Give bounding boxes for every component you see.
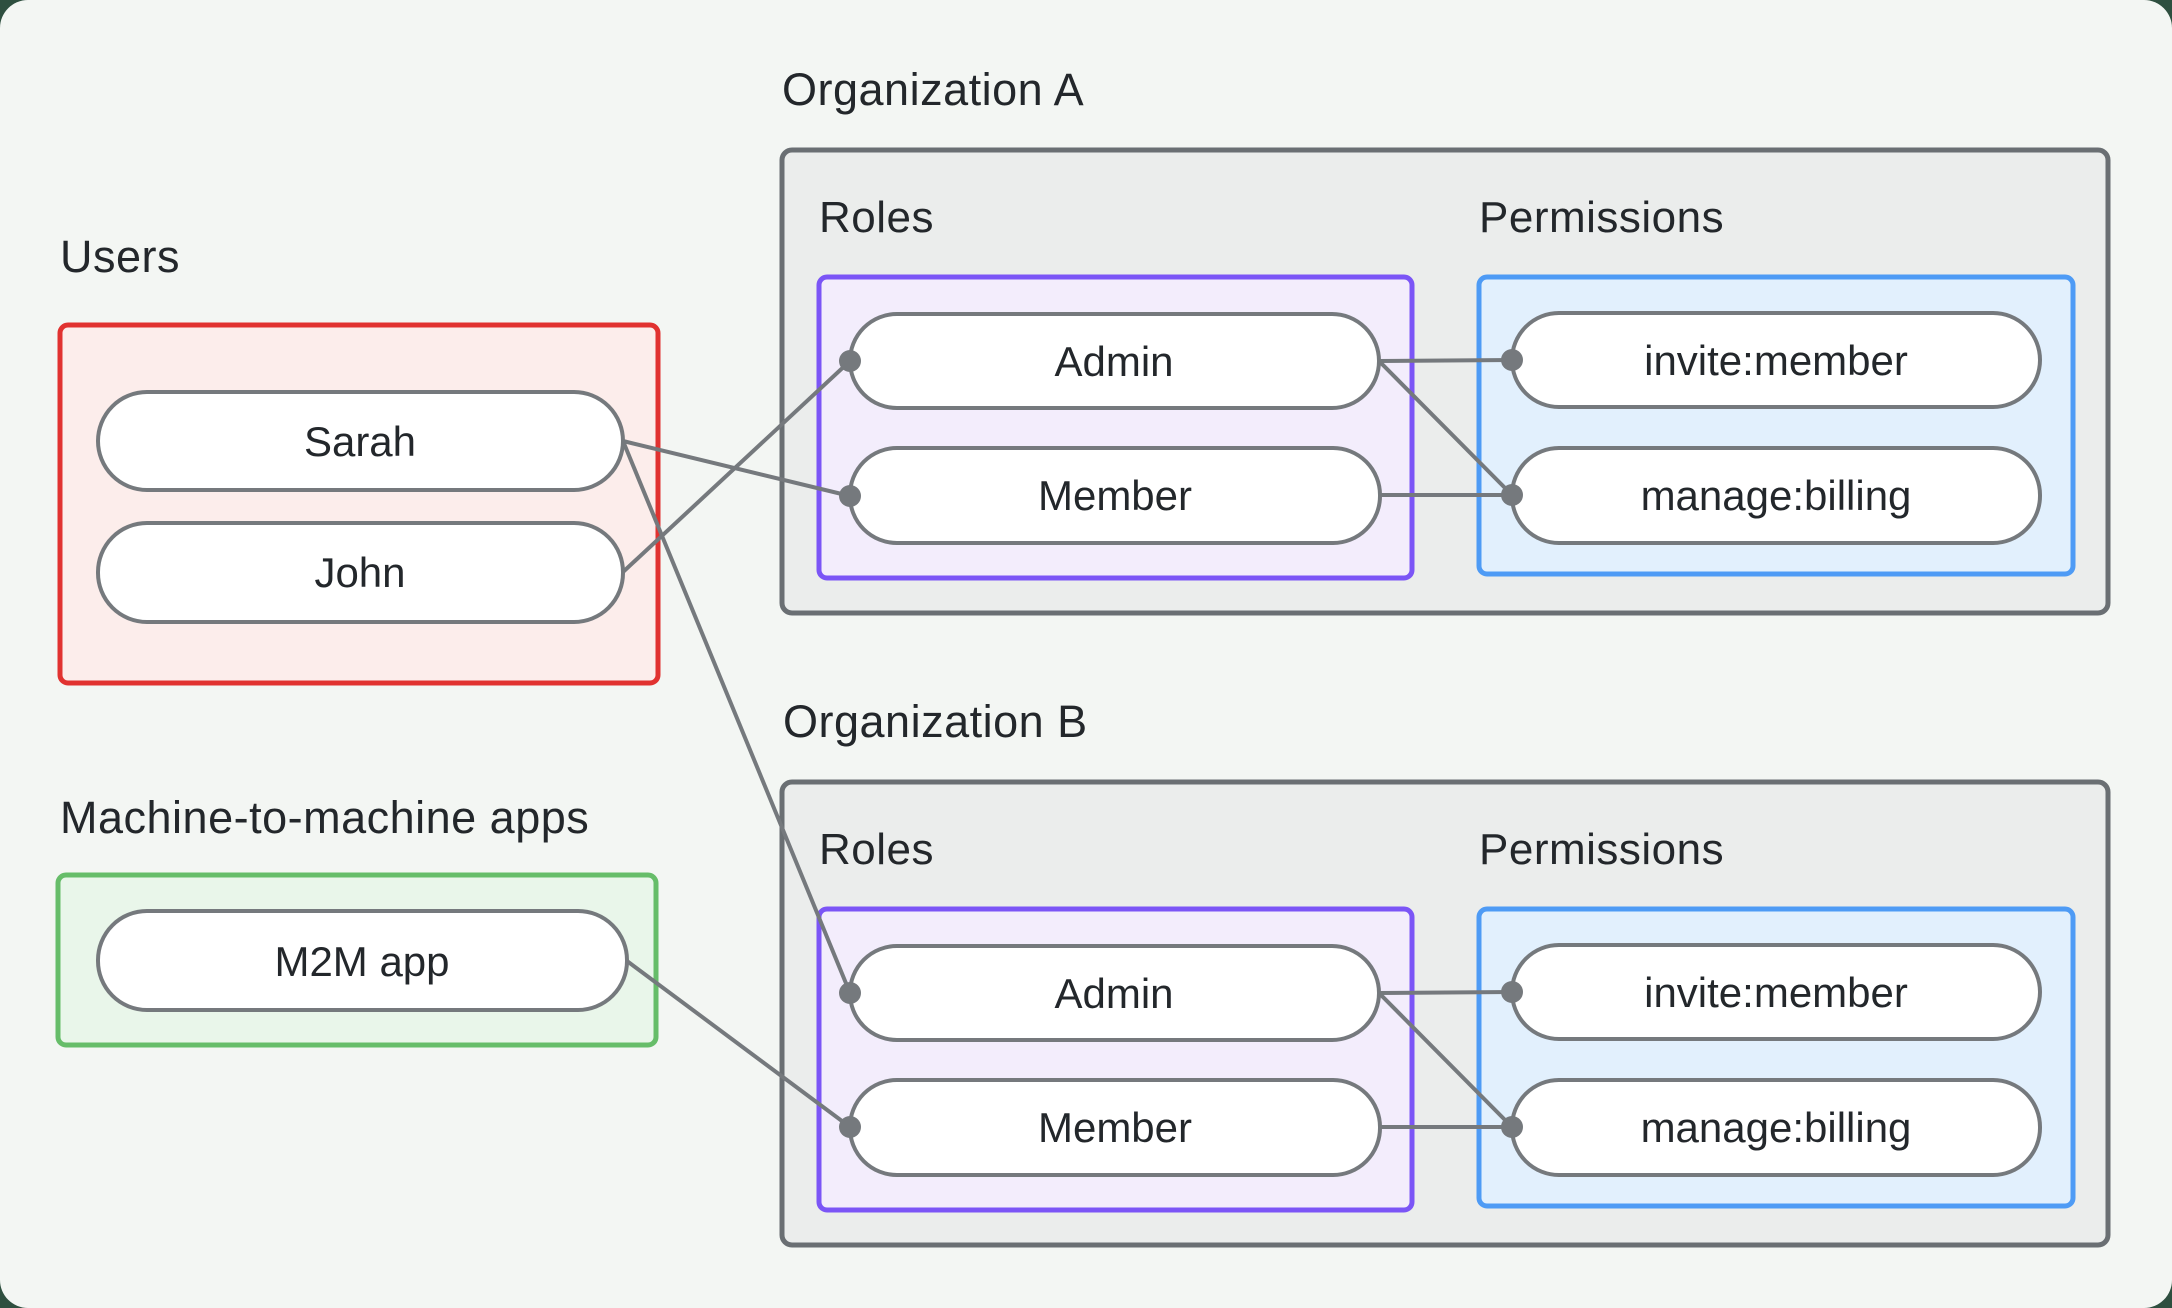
- org-b-permissions-label: Permissions: [1479, 825, 1724, 874]
- dot-org-a-invite-member: [1501, 349, 1523, 371]
- node-org-a-manage-billing-label: manage:billing: [1641, 472, 1912, 519]
- node-sarah-label: Sarah: [304, 418, 416, 465]
- edge-org-a-admin-to-manage-billing: [1377, 359, 1514, 497]
- edge-org-a-admin-to-invite-member: [1378, 358, 1513, 363]
- dot-org-a-manage-billing: [1501, 484, 1523, 506]
- dot-org-a-admin: [839, 350, 861, 372]
- org-b-roles-label: Roles: [819, 825, 934, 874]
- org-a-permissions-label: Permissions: [1479, 193, 1724, 242]
- node-org-a-invite-member-label: invite:member: [1644, 337, 1908, 384]
- dot-org-b-invite-member: [1501, 981, 1523, 1003]
- node-john: [96, 521, 625, 624]
- edge-m2m-to-org-b-member: [625, 959, 852, 1129]
- users-group-box: [57, 322, 661, 686]
- node-org-b-member-label: Member: [1038, 1104, 1192, 1151]
- node-org-b-invite-member-label: invite:member: [1644, 969, 1908, 1016]
- node-org-a-member-label: Member: [1038, 472, 1192, 519]
- dot-org-b-admin: [839, 982, 861, 1004]
- node-org-a-admin-label: Admin: [1054, 338, 1173, 385]
- org-a-roles-label: Roles: [819, 193, 934, 242]
- node-m2m-app: [96, 909, 629, 1012]
- edge-sarah-to-org-b-admin: [621, 440, 852, 994]
- m2m-group-label: Machine-to-machine apps: [60, 792, 589, 843]
- node-org-b-admin-label: Admin: [1054, 970, 1173, 1017]
- dot-org-b-member: [839, 1116, 861, 1138]
- edge-org-b-admin-to-manage-billing: [1377, 991, 1514, 1129]
- edge-org-b-admin-to-invite-member: [1378, 990, 1513, 995]
- node-m2m-app-label: M2M app: [274, 938, 449, 985]
- users-group-label: Users: [60, 231, 180, 282]
- org-b-label: Organization B: [783, 696, 1088, 747]
- node-john-label: John: [314, 549, 405, 596]
- dot-org-a-member: [839, 485, 861, 507]
- node-org-b-manage-billing-label: manage:billing: [1641, 1104, 1912, 1151]
- org-a-label: Organization A: [782, 64, 1084, 115]
- node-sarah: [96, 390, 625, 492]
- dot-org-b-manage-billing: [1501, 1116, 1523, 1138]
